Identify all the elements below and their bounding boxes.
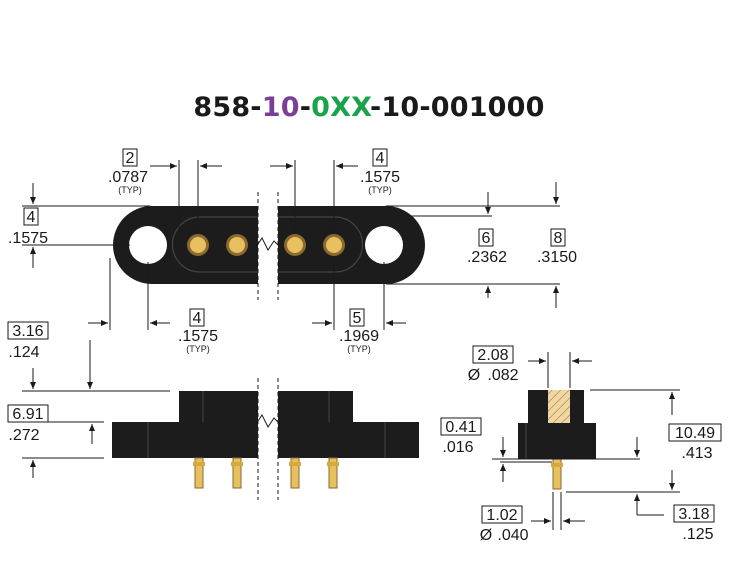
dim-side-top-height: 3.16 .124: [7, 321, 49, 361]
svg-text:.040: .040: [497, 527, 528, 544]
pin-contact: [323, 234, 345, 256]
pin-contact: [284, 234, 306, 256]
svg-text:(TYP): (TYP): [118, 185, 142, 195]
pin-contact: [187, 234, 209, 256]
svg-text:10.49: 10.49: [675, 425, 715, 442]
dim-top-right-pitch: 4 .1575 (TYP): [360, 148, 400, 195]
side-pin: [289, 457, 301, 489]
svg-text:4: 4: [376, 150, 385, 167]
svg-text:0.41: 0.41: [445, 419, 476, 436]
dim-bottom-left-hole: 4 .1575 (TYP): [178, 308, 218, 354]
side-view-connector: [112, 378, 419, 500]
mounting-hole-left: [129, 226, 167, 264]
svg-text:.016: .016: [442, 439, 473, 456]
svg-text:.2362: .2362: [467, 249, 507, 266]
part-number-title: 858-10-0XX-10-001000: [0, 92, 738, 123]
svg-text:.0787: .0787: [108, 169, 148, 186]
svg-text:1.02: 1.02: [486, 507, 517, 524]
title-position-count: 10: [261, 92, 300, 123]
svg-text:Ø: Ø: [480, 527, 492, 544]
svg-text:.124: .124: [8, 344, 39, 361]
end-view-connector: [518, 390, 596, 490]
dim-pin-extension: 3.18 .125: [673, 504, 715, 543]
dim-overall-height: 10.49 .413: [668, 423, 722, 462]
svg-text:Ø: Ø: [468, 367, 480, 384]
svg-text:.1969: .1969: [339, 328, 379, 345]
svg-text:2.08: 2.08: [477, 347, 508, 364]
top-view-connector: [113, 192, 425, 300]
svg-text:2: 2: [126, 150, 135, 167]
svg-text:.125: .125: [682, 526, 713, 543]
svg-text:.1575: .1575: [178, 328, 218, 345]
svg-text:6.91: 6.91: [12, 406, 43, 423]
side-pin: [231, 457, 243, 489]
pin-contact: [226, 234, 248, 256]
svg-text:(TYP): (TYP): [186, 344, 210, 354]
svg-text:(TYP): (TYP): [368, 185, 392, 195]
dim-mid-width: 6 .2362: [467, 228, 507, 266]
svg-text:.082: .082: [487, 367, 518, 384]
title-prefix: 858-: [193, 92, 262, 123]
svg-text:.3150: .3150: [537, 249, 577, 266]
svg-text:3.16: 3.16: [12, 323, 43, 340]
dim-bottom-right-pitch: 5 .1969 (TYP): [339, 308, 379, 354]
side-pin: [193, 457, 205, 489]
svg-text:(TYP): (TYP): [347, 344, 371, 354]
title-suffix: -10-001000: [369, 92, 545, 123]
svg-text:.272: .272: [8, 427, 39, 444]
dim-flange-gap: 0.41 .016: [440, 417, 482, 456]
side-pin: [327, 457, 339, 489]
dim-side-body-height: 6.91 .272: [7, 404, 49, 444]
svg-text:3.18: 3.18: [678, 506, 709, 523]
svg-text:5: 5: [353, 310, 362, 327]
title-dash: -: [299, 92, 312, 123]
svg-text:.1575: .1575: [8, 230, 48, 247]
svg-text:8: 8: [554, 230, 563, 247]
svg-text:.413: .413: [681, 445, 712, 462]
svg-text:4: 4: [27, 209, 36, 226]
mounting-hole-right: [365, 226, 403, 264]
svg-text:4: 4: [193, 310, 202, 327]
dim-total-width: 8 .3150: [537, 228, 577, 266]
svg-text:.1575: .1575: [360, 169, 400, 186]
title-variant: 0XX: [311, 92, 370, 123]
svg-text:6: 6: [482, 230, 491, 247]
dim-top-left-pitch: 2 .0787 (TYP): [108, 148, 148, 195]
dim-pin-dia: 1.02 Ø .040: [480, 505, 529, 544]
dim-left-hole-height: 4 .1575: [8, 207, 48, 247]
dim-pin-top-dia: 2.08 Ø .082: [468, 345, 519, 384]
